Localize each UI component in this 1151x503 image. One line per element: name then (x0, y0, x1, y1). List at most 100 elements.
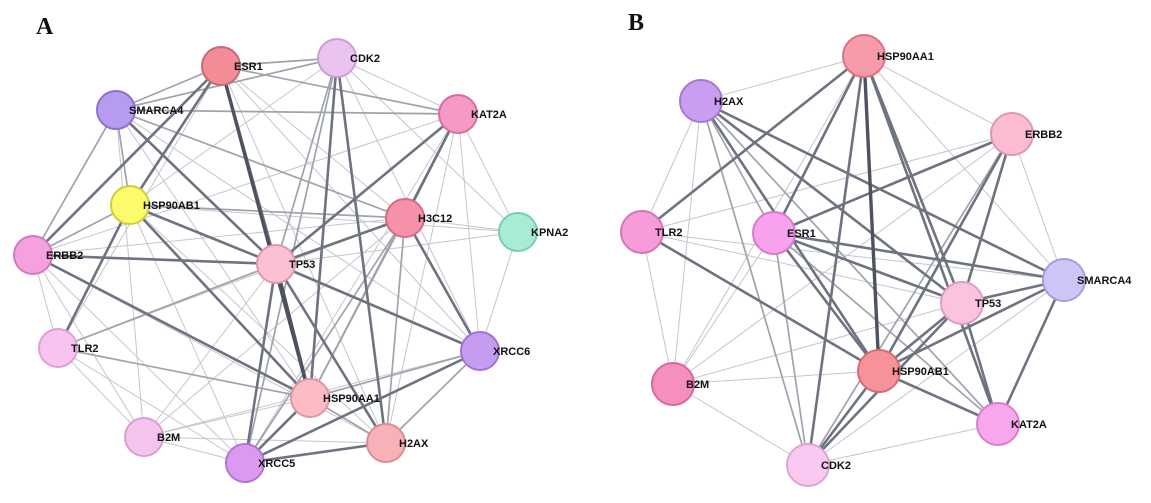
node-a-h3c12[interactable]: H3C12 (385, 198, 452, 238)
node-b-h2ax[interactable]: H2AX (679, 79, 744, 123)
node-a-esr1[interactable]: ESR1 (201, 46, 263, 86)
node-circle-b-esr1[interactable] (752, 211, 796, 255)
edge-a-h3c12-hsp90aa1 (309, 217, 406, 399)
node-circle-a-h3c12[interactable] (385, 198, 425, 238)
edge-a-erbb2-tp53 (32, 253, 277, 266)
edge-a-smarca4-h3c12 (115, 109, 406, 219)
node-circle-a-b2m[interactable] (124, 417, 164, 457)
node-b-erbb2[interactable]: ERBB2 (990, 112, 1062, 156)
edge-a-erbb2-xrcc5 (32, 254, 246, 464)
edge-a-erbb2-b2m (32, 254, 145, 438)
node-circle-a-xrcc6[interactable] (460, 331, 500, 371)
node-a-b2m[interactable]: B2M (124, 417, 180, 457)
edge-b-hsp90aa1-cdk2 (806, 55, 866, 466)
node-circle-b-hsp90ab1[interactable] (857, 349, 901, 393)
node-label-a-cdk2: CDK2 (350, 53, 380, 65)
node-b-hsp90aa1[interactable]: HSP90AA1 (842, 34, 934, 78)
node-a-hsp90aa1[interactable]: HSP90AA1 (290, 378, 380, 418)
edge-a-hsp90ab1-tp53 (129, 203, 277, 266)
edge-b-hsp90aa1-smarca4 (863, 55, 1065, 281)
node-circle-b-b2m[interactable] (651, 362, 695, 406)
node-b-smarca4[interactable]: SMARCA4 (1042, 258, 1132, 302)
node-label-b-b2m: B2M (686, 379, 709, 391)
edge-a-h3c12-erbb2 (32, 217, 406, 256)
node-b-kat2a[interactable]: KAT2A (976, 402, 1047, 446)
edge-a-tp53-tlr2 (57, 263, 277, 349)
node-a-tp53[interactable]: TP53 (256, 244, 315, 284)
edge-b-erbb2-tp53 (960, 133, 1014, 304)
node-a-h2ax[interactable]: H2AX (366, 423, 429, 463)
node-a-smarca4[interactable]: SMARCA4 (96, 90, 184, 130)
node-circle-b-tlr2[interactable] (620, 210, 664, 254)
node-circle-a-smarca4[interactable] (96, 90, 136, 130)
node-circle-a-esr1[interactable] (201, 46, 241, 86)
node-b-cdk2[interactable]: CDK2 (786, 443, 851, 487)
edge-b-erbb2-smarca4 (1011, 133, 1065, 281)
edge-a-xrcc6-h2ax (385, 350, 481, 444)
node-a-kat2a[interactable]: KAT2A (438, 94, 507, 134)
node-b-tp53[interactable]: TP53 (940, 281, 1001, 325)
edge-a-h3c12-h2ax (385, 217, 406, 444)
edge-b-hsp90aa1-tlr2 (641, 54, 865, 234)
edge-b-tlr2-smarca4 (641, 231, 1065, 281)
node-a-tlr2[interactable]: TLR2 (38, 328, 99, 368)
node-a-xrcc5[interactable]: XRCC5 (225, 443, 295, 483)
edge-b-esr1-smarca4 (773, 231, 1065, 282)
node-label-a-tlr2: TLR2 (71, 343, 99, 355)
node-label-a-kpna2: KPNA2 (531, 227, 568, 239)
node-circle-a-xrcc5[interactable] (225, 443, 265, 483)
edge-a-h2ax-xrcc5 (244, 441, 387, 465)
node-b-tlr2[interactable]: TLR2 (620, 210, 683, 254)
node-label-b-h2ax: H2AX (714, 96, 744, 108)
node-circle-a-h2ax[interactable] (366, 423, 406, 463)
node-circle-a-kat2a[interactable] (438, 94, 478, 134)
node-circle-a-tlr2[interactable] (38, 328, 78, 368)
edge-a-xrcc6-kpna2 (479, 231, 519, 352)
node-a-hsp90ab1[interactable]: HSP90AB1 (110, 185, 200, 225)
node-a-erbb2[interactable]: ERBB2 (13, 235, 83, 275)
edge-b-hsp90aa1-esr1 (772, 55, 866, 234)
node-label-b-kat2a: KAT2A (1011, 419, 1047, 431)
node-label-a-erbb2: ERBB2 (46, 250, 83, 262)
node-a-kpna2[interactable]: KPNA2 (498, 212, 568, 252)
node-label-a-xrcc5: XRCC5 (258, 458, 295, 470)
node-circle-a-hsp90aa1[interactable] (290, 378, 330, 418)
node-circle-b-cdk2[interactable] (786, 443, 830, 487)
edge-a-smarca4-b2m (115, 109, 145, 438)
node-b-b2m[interactable]: B2M (651, 362, 709, 406)
node-label-b-cdk2: CDK2 (821, 460, 851, 472)
node-circle-b-h2ax[interactable] (679, 79, 723, 123)
edge-b-hsp90aa1-hsp90ab1 (862, 55, 881, 372)
edge-b-hsp90aa1-h2ax (700, 55, 865, 102)
node-label-b-hsp90ab1: HSP90AB1 (892, 366, 949, 378)
node-label-a-tp53: TP53 (289, 259, 315, 271)
node-circle-a-cdk2[interactable] (317, 38, 357, 78)
node-circle-a-erbb2[interactable] (13, 235, 53, 275)
node-a-xrcc6[interactable]: XRCC6 (460, 331, 530, 371)
edge-a-kat2a-xrcc6 (457, 113, 481, 352)
node-circle-a-kpna2[interactable] (498, 212, 538, 252)
edge-a-hsp90ab1-hsp90aa1 (129, 204, 311, 399)
node-circle-a-hsp90ab1[interactable] (110, 185, 150, 225)
edge-a-hsp90ab1-h3c12 (129, 204, 406, 219)
node-a-cdk2[interactable]: CDK2 (317, 38, 380, 78)
node-label-a-kat2a: KAT2A (471, 109, 507, 121)
node-circle-b-tp53[interactable] (940, 281, 984, 325)
edge-b-h2ax-tlr2 (641, 100, 702, 233)
node-b-hsp90ab1[interactable]: HSP90AB1 (857, 349, 949, 393)
node-circle-b-hsp90aa1[interactable] (842, 34, 886, 78)
edge-b-hsp90aa1-erbb2 (863, 55, 1013, 135)
node-label-a-b2m: B2M (157, 432, 180, 444)
node-label-a-h2ax: H2AX (399, 438, 429, 450)
node-b-esr1[interactable]: ESR1 (752, 211, 816, 255)
node-label-a-hsp90aa1: HSP90AA1 (323, 393, 380, 405)
edge-a-cdk2-tp53 (275, 57, 338, 265)
node-circle-a-tp53[interactable] (256, 244, 296, 284)
node-circle-b-kat2a[interactable] (976, 402, 1020, 446)
node-circle-b-smarca4[interactable] (1042, 258, 1086, 302)
edge-b-kat2a-cdk2 (807, 423, 999, 466)
edge-a-kat2a-kpna2 (457, 113, 519, 233)
node-label-a-hsp90ab1: HSP90AB1 (143, 200, 200, 212)
node-circle-b-erbb2[interactable] (990, 112, 1034, 156)
